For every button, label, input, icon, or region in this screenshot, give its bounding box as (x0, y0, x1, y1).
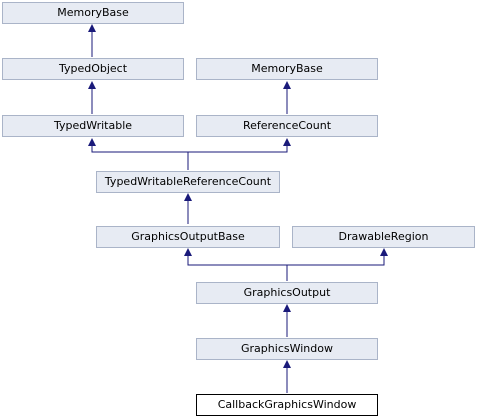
node-callbackgraphicswindow: CallbackGraphicsWindow (196, 394, 378, 416)
node-typedwritablereferencecount[interactable]: TypedWritableReferenceCount (96, 171, 280, 193)
node-referencecount[interactable]: ReferenceCount (196, 115, 378, 137)
edge-graphicsoutput-to-drawableregion (286, 248, 388, 281)
node-graphicsoutput[interactable]: GraphicsOutput (196, 282, 378, 304)
edge-twrc-to-referencecount (187, 138, 291, 170)
node-memorybase-top[interactable]: MemoryBase (2, 2, 184, 24)
edge-twrc-to-typedwritable (88, 138, 189, 170)
node-graphicswindow[interactable]: GraphicsWindow (196, 338, 378, 360)
node-memorybase-right[interactable]: MemoryBase (196, 58, 378, 80)
edge-graphicsoutput-to-graphicsoutputbase (184, 248, 288, 281)
node-typedwritable[interactable]: TypedWritable (2, 115, 184, 137)
node-typedobject[interactable]: TypedObject (2, 58, 184, 80)
node-drawableregion[interactable]: DrawableRegion (292, 226, 475, 248)
node-graphicsoutputbase[interactable]: GraphicsOutputBase (96, 226, 280, 248)
